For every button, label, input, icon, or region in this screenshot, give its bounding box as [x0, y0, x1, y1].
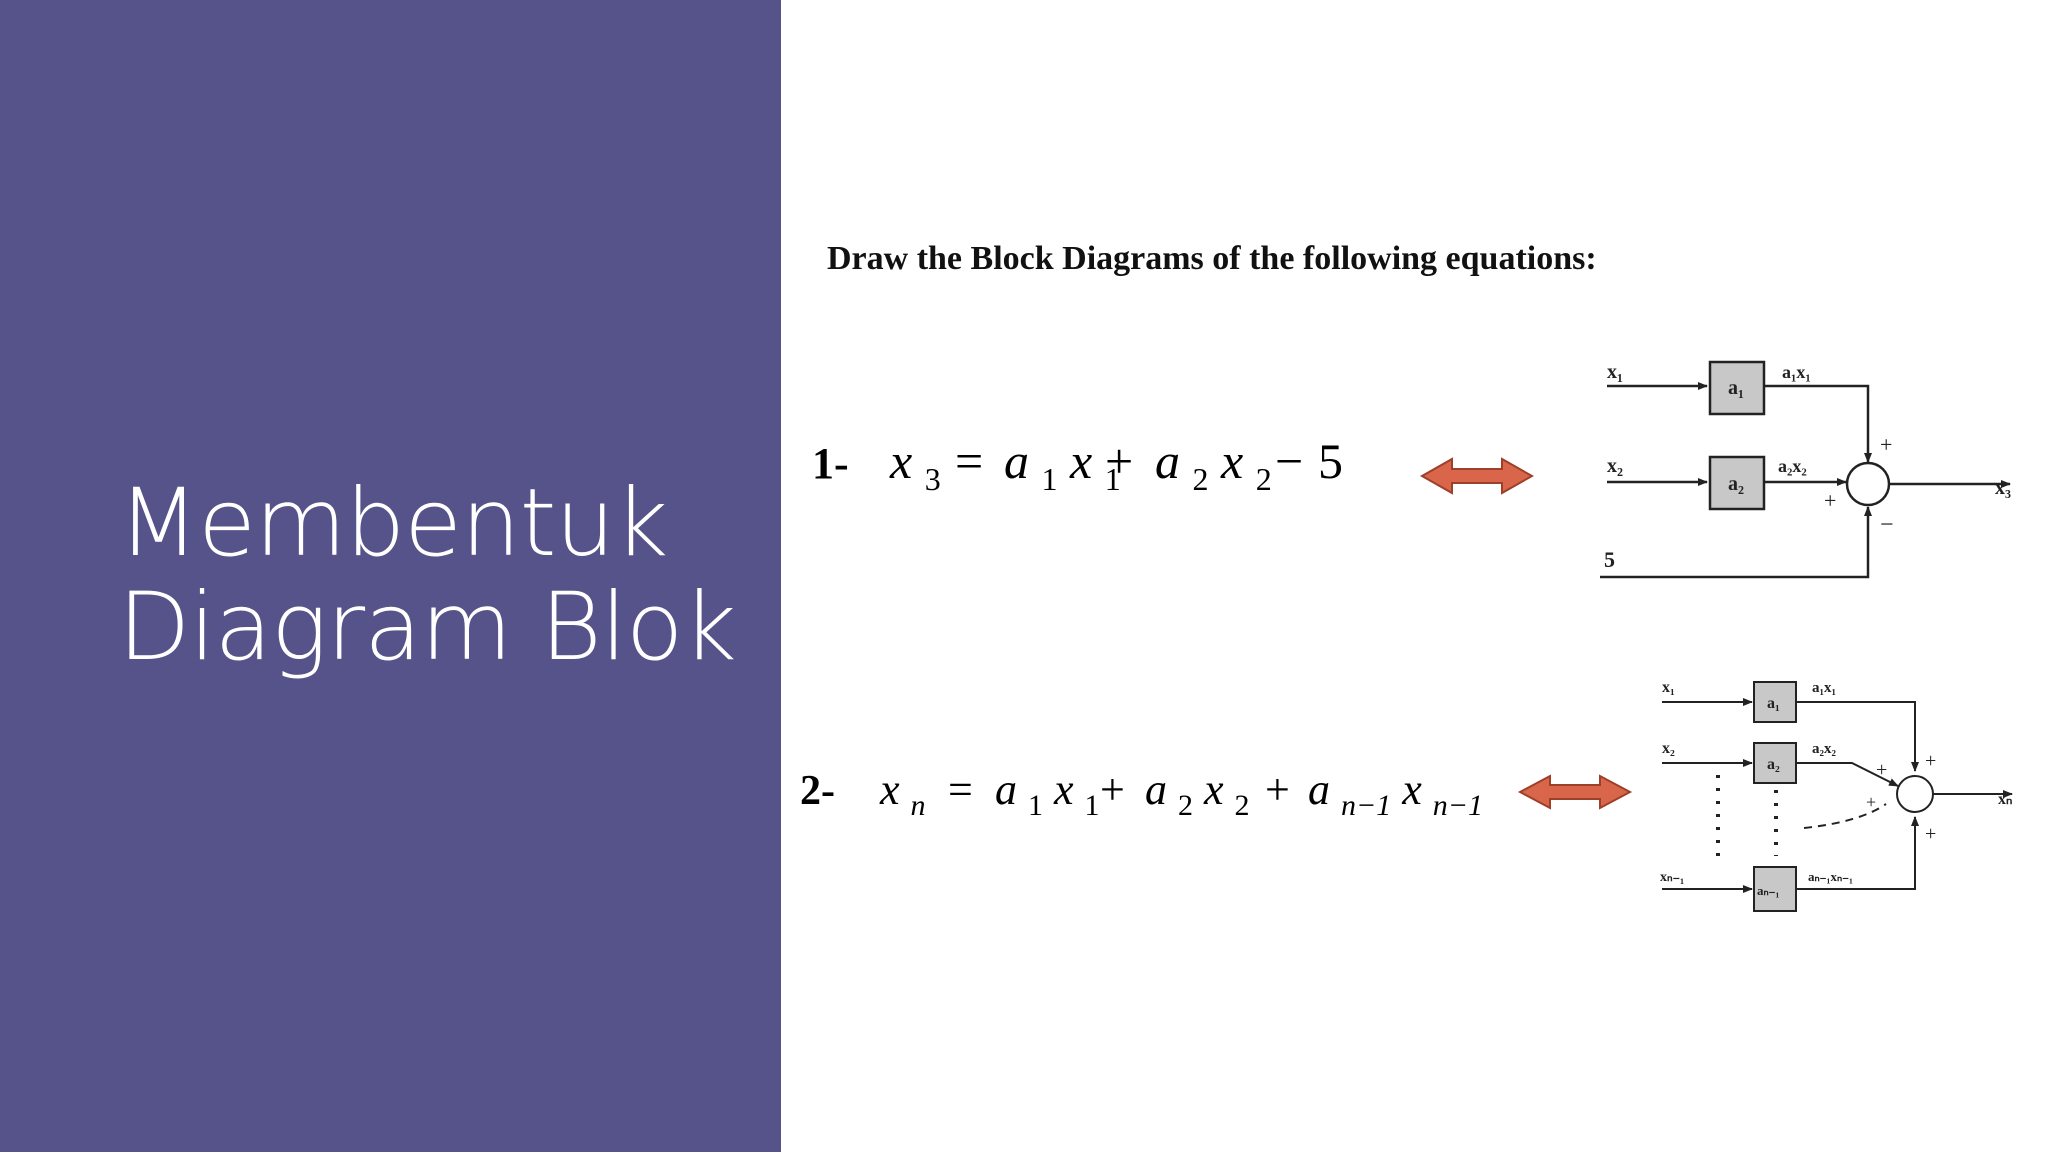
eq1-const: 5	[1318, 433, 1343, 489]
eq2-t3-var-sub: n−1	[1433, 789, 1483, 822]
slide-title: Membentuk Diagram Blok	[118, 469, 737, 682]
eq2-t1-coef: a	[995, 765, 1017, 814]
eq1-t2-coef: a	[1155, 433, 1180, 489]
d1-input-x1: x₁	[1607, 361, 1623, 383]
eq2-t2-coef-sub: 2	[1178, 789, 1193, 822]
equivalence-arrow-1	[1419, 457, 1535, 495]
d2-signal-a2x2: a₂x₂	[1812, 741, 1836, 757]
eq1-minus: −	[1275, 433, 1303, 489]
eq1-t1-coef: a	[1004, 433, 1029, 489]
d1-sign-left: +	[1824, 488, 1836, 513]
eq2-t2-coef: a	[1145, 765, 1167, 814]
d1-output-x3: x₃	[1995, 477, 2011, 499]
gain-block-2-an1	[1753, 866, 1797, 912]
eq2-t2-var: x	[1203, 765, 1224, 814]
gain-block-2-a1	[1753, 681, 1797, 723]
eq2-t3-var: x	[1401, 765, 1422, 814]
eq1-t2-var: x	[1220, 433, 1243, 489]
d2-block-a2-label: a₂	[1767, 756, 1780, 773]
eq1-t1-var-sub: 1	[1105, 461, 1121, 497]
d2-signal-a1x1: a₁x₁	[1812, 680, 1836, 696]
eq1-plus: +	[1105, 433, 1133, 489]
d2-sign-top: +	[1925, 750, 1936, 772]
eq2-number: 2-	[800, 768, 835, 814]
eq2-t3-coef-sub: n−1	[1341, 789, 1391, 822]
eq1-t1-coef-sub: 1	[1042, 461, 1058, 497]
d2-input-xn1: xₙ₋₁	[1660, 870, 1684, 885]
d2-sign-bottom: +	[1925, 823, 1936, 845]
eq2-t1-coef-sub: 1	[1028, 789, 1043, 822]
eq2-equals: =	[948, 765, 973, 814]
eq1-lhs-sub: 3	[925, 461, 941, 497]
gain-block-a1	[1708, 360, 1766, 416]
summing-junction-2	[1896, 775, 1934, 813]
eq1-t2-var-sub: 2	[1256, 461, 1272, 497]
summing-junction-1	[1845, 461, 1891, 507]
eq1-lhs-var: x	[889, 433, 912, 489]
d1-sign-top: +	[1880, 432, 1892, 457]
d2-signal-an1xn1: aₙ₋₁xₙ₋₁	[1808, 869, 1853, 884]
d2-sign-upper-left: +	[1876, 759, 1887, 781]
d2-input-x2: x₂	[1662, 740, 1675, 757]
d1-block-a2-label: a₂	[1728, 473, 1744, 495]
block-diagram-2	[1662, 681, 2013, 912]
d1-block-a1-label: a₁	[1728, 377, 1744, 399]
block-diagram-1	[1600, 360, 2011, 579]
d2-input-x1: x₁	[1662, 679, 1675, 696]
d2-block-an1-label: aₙ₋₁	[1757, 883, 1780, 898]
eq2-plus-2: +	[1265, 765, 1290, 814]
equation-1: 1- x 3 = a 1 x 1 + a 2 x 2 − 5	[812, 433, 1343, 501]
equation-2: 2- x n = a 1 x 1 + a 2 x 2 + a n−1 x n−1	[800, 765, 1483, 825]
d1-signal-a1x1: a₁x₁	[1782, 362, 1811, 382]
title-panel	[0, 0, 781, 1152]
eq2-t2-var-sub: 2	[1235, 789, 1250, 822]
equivalence-arrow-2	[1517, 774, 1633, 810]
eq2-lhs-var: x	[879, 765, 900, 814]
eq2-t1-var-sub: 1	[1085, 789, 1100, 822]
eq1-t2-coef-sub: 2	[1193, 461, 1209, 497]
d2-sign-left: +	[1866, 792, 1876, 812]
eq1-t1-var: x	[1069, 433, 1092, 489]
title-line-1: Membentuk	[118, 469, 668, 578]
title-line-2: Diagram Blok	[118, 573, 737, 682]
d1-signal-a2x2: a₂x₂	[1778, 456, 1807, 476]
d1-input-x2: x₂	[1607, 455, 1623, 477]
eq2-lhs-sub: n	[911, 789, 926, 822]
d2-output-xn: xₙ	[1998, 791, 2012, 808]
eq2-t3-coef: a	[1308, 765, 1330, 814]
d2-block-a1-label: a₁	[1767, 695, 1780, 712]
d1-input-5: 5	[1604, 547, 1615, 572]
instructions-text: Draw the Block Diagrams of the following…	[827, 240, 1597, 277]
eq1-number: 1-	[812, 439, 849, 488]
eq1-equals: =	[955, 433, 983, 489]
eq2-plus-1: +	[1100, 765, 1125, 814]
eq2-t1-var: x	[1053, 765, 1074, 814]
d1-sign-bottom: −	[1880, 512, 1894, 538]
